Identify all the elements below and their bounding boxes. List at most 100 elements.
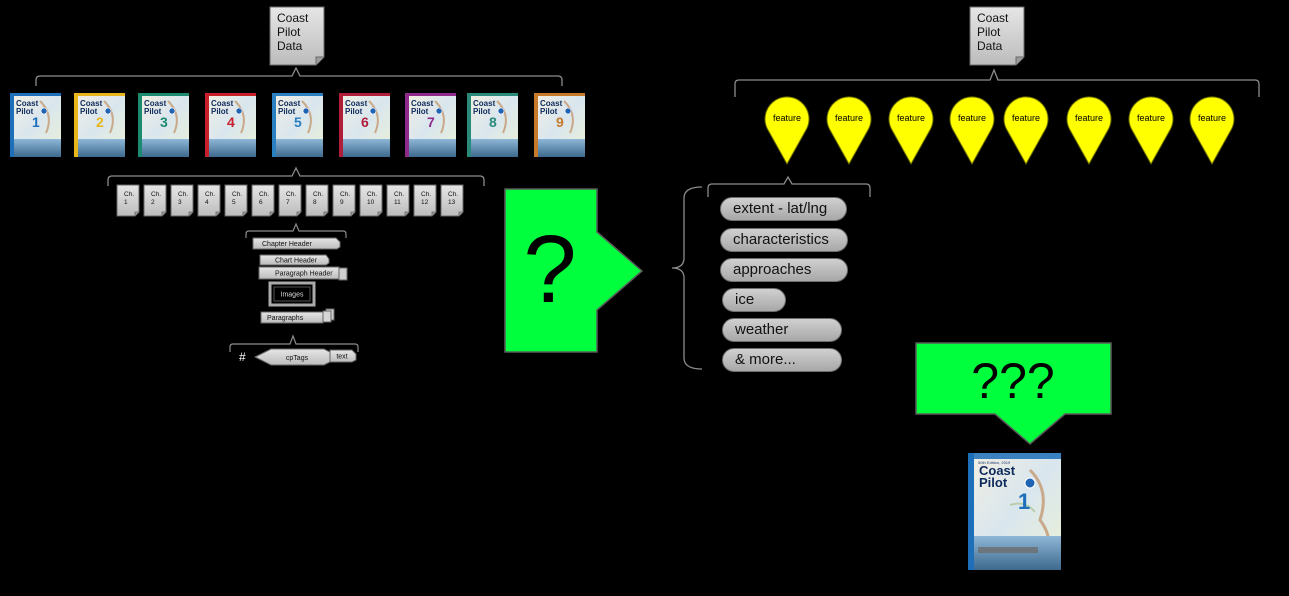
feature-label: feature xyxy=(958,113,986,123)
features-bracket xyxy=(734,68,1260,97)
feature-pin: feature xyxy=(1189,96,1235,166)
volume-number: 7 xyxy=(427,114,435,130)
feature-pin: feature xyxy=(826,96,872,166)
volume-cover-title: Pilot xyxy=(211,107,229,116)
result-cover-title-2: Pilot xyxy=(979,475,1008,490)
volume-cover-title: Coast xyxy=(144,99,167,108)
volume-cover-title: Pilot xyxy=(473,107,491,116)
chapter-number: 9 xyxy=(340,199,344,206)
volume-cover-title: Coast xyxy=(211,99,234,108)
chapters-bracket xyxy=(107,166,485,186)
volume-cover-title: Pilot xyxy=(540,107,558,116)
chapter-doc: Ch.7 xyxy=(278,184,302,217)
chapters-row: Ch.1Ch.2Ch.3Ch.4Ch.5Ch.6Ch.7Ch.8Ch.9Ch.1… xyxy=(116,184,464,217)
volume-cover-title: Coast xyxy=(411,99,434,108)
volume-number: 9 xyxy=(556,114,564,130)
volume-cover-title: Coast xyxy=(16,99,39,108)
source-label-right-line-2: Pilot xyxy=(977,25,1001,39)
volume-cover-title: Coast xyxy=(345,99,368,108)
attribute-approaches: approaches xyxy=(720,258,848,282)
chapter-prefix: Ch. xyxy=(286,191,296,198)
images-label: Images xyxy=(281,292,304,299)
chapter-number: 8 xyxy=(313,199,317,206)
volume-cover-title: Coast xyxy=(473,99,496,108)
noaa-logo-icon xyxy=(1024,477,1036,489)
attribute-extent: extent - lat/lng xyxy=(720,197,847,221)
chapter-prefix: Ch. xyxy=(178,191,188,198)
volume-cover-title: Coast xyxy=(80,99,103,108)
source-data-doc-right: Coast Pilot Data xyxy=(969,6,1025,66)
noaa-logo-icon xyxy=(302,107,310,115)
feature-label: feature xyxy=(1137,113,1165,123)
chapter-number: 7 xyxy=(286,199,290,206)
chapter-doc: Ch.9 xyxy=(332,184,356,217)
result-cover: 50th Edition, 2019 Coast Pilot 1 xyxy=(968,453,1061,570)
volume-number: 2 xyxy=(96,114,104,130)
chapter-doc: Ch.4 xyxy=(197,184,221,217)
result-cover-edition: 50th Edition, 2019 xyxy=(978,460,1011,465)
feature-label: feature xyxy=(1075,113,1103,123)
volume-cover-title: Pilot xyxy=(80,107,98,116)
chapter-number: 4 xyxy=(205,199,209,206)
feature-label: feature xyxy=(1198,113,1226,123)
volume-cover-title: Coast xyxy=(540,99,563,108)
source-label-line-1: Coast xyxy=(277,11,309,25)
attributes-brace xyxy=(671,186,703,370)
triple-question-mark: ??? xyxy=(971,353,1054,409)
feature-pin: feature xyxy=(1128,96,1174,166)
feature-label: feature xyxy=(1012,113,1040,123)
map-pin-icon xyxy=(764,96,810,166)
noaa-logo-icon xyxy=(497,107,505,115)
question-arrow: ? xyxy=(504,188,644,353)
chapter-prefix: Ch. xyxy=(340,191,350,198)
chapter-number: 1 xyxy=(124,199,128,206)
feature-pin: feature xyxy=(764,96,810,166)
map-pin-icon xyxy=(1189,96,1235,166)
chapter-number: 10 xyxy=(367,199,375,206)
feature-pin: feature xyxy=(1066,96,1112,166)
chapter-doc: Ch.8 xyxy=(305,184,329,217)
noaa-logo-icon xyxy=(369,107,377,115)
volume-cover-title: Pilot xyxy=(345,107,363,116)
chapter-doc: Ch.1 xyxy=(116,184,140,217)
tags-bracket xyxy=(229,334,359,352)
chapter-doc: Ch.3 xyxy=(170,184,194,217)
attribute-more: & more... xyxy=(722,348,842,372)
noaa-logo-icon xyxy=(104,107,112,115)
noaa-logo-icon xyxy=(40,107,48,115)
feature-label: feature xyxy=(897,113,925,123)
text-tag-label: text xyxy=(336,354,347,361)
chapter-prefix: Ch. xyxy=(448,191,458,198)
attribute-weather: weather xyxy=(722,318,842,342)
chapter-prefix: Ch. xyxy=(259,191,269,198)
chapter-prefix: Ch. xyxy=(124,191,134,198)
volume-number: 1 xyxy=(32,114,40,130)
chapter-prefix: Ch. xyxy=(394,191,404,198)
volume-number: 8 xyxy=(489,114,497,130)
chapter-doc: Ch.6 xyxy=(251,184,275,217)
map-pin-icon xyxy=(1128,96,1174,166)
map-pin-icon xyxy=(888,96,934,166)
volume-number: 3 xyxy=(160,114,168,130)
chapter-doc: Ch.11 xyxy=(386,184,410,217)
tags-row: # cpTags text xyxy=(239,348,357,366)
chapter-number: 5 xyxy=(232,199,236,206)
map-pin-icon xyxy=(1066,96,1112,166)
noaa-logo-icon xyxy=(435,107,443,115)
cptags-label: cpTags xyxy=(286,355,309,362)
chapter-doc: Ch.2 xyxy=(143,184,167,217)
source-label-line-3: Data xyxy=(277,39,303,53)
volume-cover-title: Pilot xyxy=(278,107,296,116)
question-mark: ? xyxy=(523,216,576,323)
structure-bracket xyxy=(245,222,347,238)
hash-symbol: # xyxy=(239,350,246,364)
chapter-prefix: Ch. xyxy=(367,191,377,198)
source-label-line-2: Pilot xyxy=(277,25,301,39)
volume-cover-title: Pilot xyxy=(16,107,34,116)
paragraphs-label: Paragraphs xyxy=(267,315,304,322)
